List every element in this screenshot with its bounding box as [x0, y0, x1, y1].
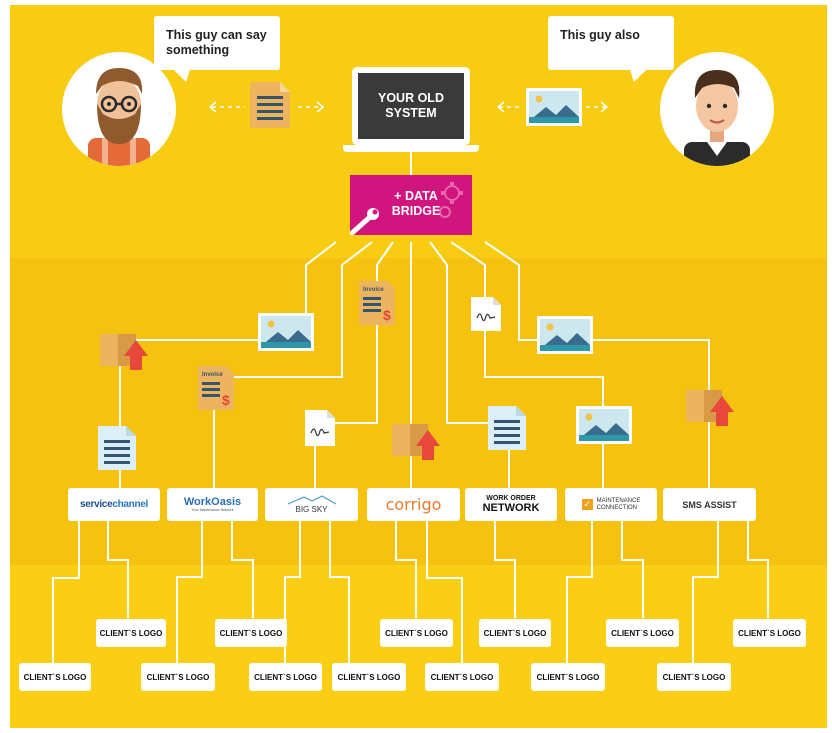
businessman-avatar [660, 52, 774, 166]
bearded-man-avatar [62, 52, 176, 166]
client-logo-box: CLIENT`S LOGO [531, 663, 605, 691]
bigsky-label: BIG SKY [295, 505, 328, 514]
folder-upload-icon [392, 424, 440, 460]
invoice-icon: Invoice $ [198, 366, 234, 410]
invoice-label: Invoice [363, 287, 384, 293]
maintenanceconnection-line1: MAINTENANCE [596, 497, 641, 504]
workoasis-logo: WorkOasis Your Maintenance Network [167, 488, 258, 521]
bigsky-logo: BIG SKY [265, 488, 358, 521]
svg-text:$: $ [383, 307, 391, 323]
speech-bubble-right-text: This guy also [560, 28, 640, 42]
invoice-icon: Invoice $ [359, 281, 395, 325]
svg-text:$: $ [222, 392, 230, 408]
data-bridge-line2: BRIDGE [391, 204, 441, 218]
client-logo-box: CLIENT`S LOGO [479, 619, 551, 647]
client-logo-box: CLIENT`S LOGO [425, 663, 499, 691]
signed-document-icon [471, 297, 501, 331]
document-icon [488, 406, 526, 450]
maintenanceconnection-line2: CONNECTION [596, 504, 637, 511]
old-system-line2: SYSTEM [385, 106, 437, 120]
client-logo-box: CLIENT`S LOGO [733, 619, 806, 647]
old-system-line1: YOUR OLD [378, 91, 444, 105]
workordernetwork-logo: WORK ORDER NETWORK [465, 488, 557, 521]
smsassist-logo: SMS ASSIST [663, 488, 756, 521]
mountain-icon [287, 495, 336, 505]
image-icon [526, 88, 582, 126]
servicechannel-logo: servicechannel [68, 488, 160, 521]
client-logo-box: CLIENT`S LOGO [249, 663, 322, 691]
workordernetwork-line1: WORK ORDER [486, 495, 536, 502]
workordernetwork-line2: NETWORK [482, 502, 540, 514]
client-logo-box: CLIENT`S LOGO [215, 619, 287, 647]
client-logo-box: CLIENT`S LOGO [19, 663, 91, 691]
servicechannel-part2: channel [112, 499, 149, 510]
laptop-screen: YOUR OLD SYSTEM [358, 73, 464, 139]
workoasis-name: WorkOasis [183, 495, 242, 508]
servicechannel-part1: service [79, 499, 113, 510]
document-icon [98, 426, 136, 470]
client-logo-box: CLIENT`S LOGO [380, 619, 453, 647]
laptop-base [343, 145, 479, 152]
data-bridge-line1: + DATA [394, 189, 438, 203]
client-logo-box: CLIENT`S LOGO [606, 619, 679, 647]
wrench-gear-icon [350, 182, 463, 235]
document-icon [250, 82, 290, 128]
old-system-laptop: YOUR OLD SYSTEM [352, 67, 470, 145]
workoasis-tagline: Your Maintenance Network [191, 507, 234, 512]
corrigo-label: corrigo [385, 495, 442, 514]
client-logo-box: CLIENT`S LOGO [657, 663, 731, 691]
folder-upload-icon [686, 390, 734, 426]
checkmark-icon: ✓ [581, 499, 593, 510]
client-logo-box: CLIENT`S LOGO [96, 619, 166, 647]
signed-document-icon [305, 410, 335, 446]
client-logo-box: CLIENT`S LOGO [332, 663, 406, 691]
speech-bubble-right: This guy also [548, 16, 674, 70]
folder-upload-icon [100, 334, 148, 370]
corrigo-logo: corrigo [367, 488, 460, 521]
speech-bubble-left: This guy can say something [154, 16, 280, 70]
smsassist-label: SMS ASSIST [682, 499, 737, 510]
client-logo-box: CLIENT`S LOGO [141, 663, 215, 691]
maintenanceconnection-logo: ✓ MAINTENANCE CONNECTION [565, 488, 657, 521]
speech-bubble-left-text: This guy can say something [166, 28, 267, 57]
image-icon [576, 406, 632, 444]
image-icon [537, 316, 593, 354]
image-icon [258, 313, 314, 351]
invoice-label: Invoice [202, 372, 223, 378]
data-bridge-box: + DATA BRIDGE [350, 175, 472, 235]
